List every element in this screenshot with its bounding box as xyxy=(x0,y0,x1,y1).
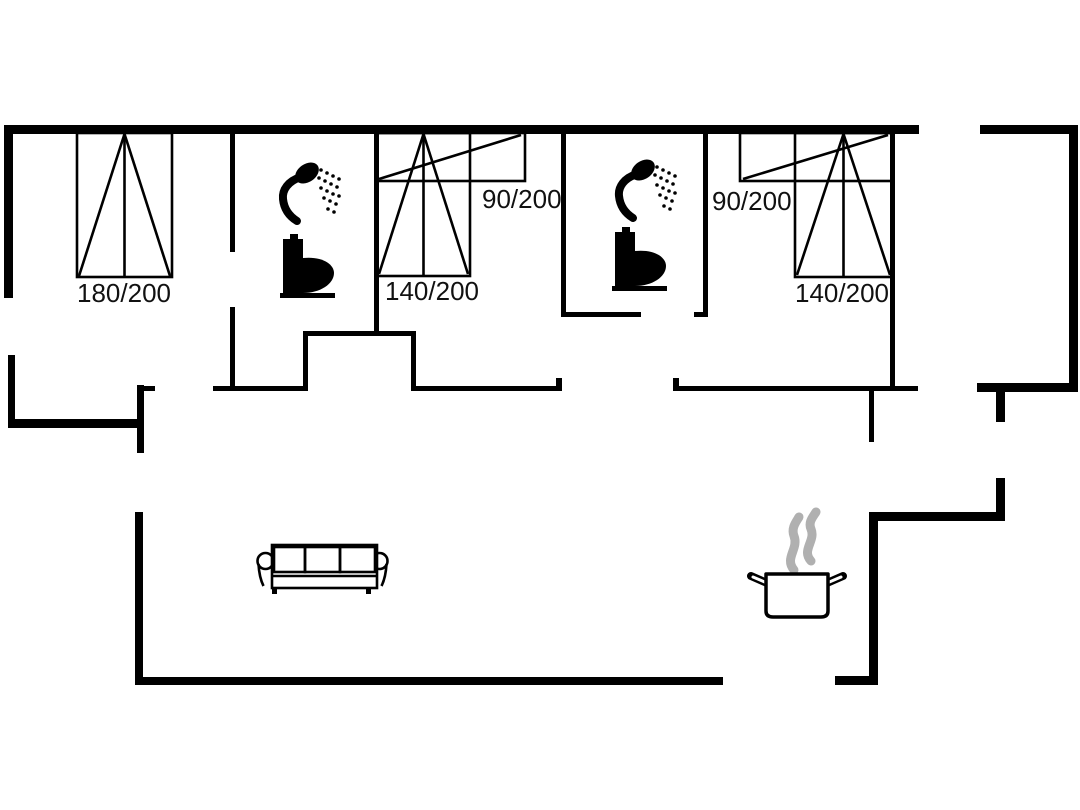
bed-size-label: 140/200 xyxy=(385,276,479,306)
bed-size-label: 90/200 xyxy=(712,186,792,216)
shower-icon xyxy=(614,159,677,222)
cooking-pot-icon xyxy=(747,572,847,619)
bed-double-140-mid-icon xyxy=(375,131,472,278)
bed-double-140-right-icon xyxy=(793,131,894,279)
shower-spray-dots xyxy=(653,165,677,211)
steam-icon xyxy=(786,507,821,575)
bed-double-180-icon xyxy=(75,131,174,279)
bed-single-90-mid-icon xyxy=(375,131,527,183)
exterior-walls xyxy=(4,125,1078,685)
bed-size-label: 180/200 xyxy=(77,278,171,308)
bed-size-label: 90/200 xyxy=(482,184,562,214)
shower-spray-dots xyxy=(317,168,341,214)
sofa-icon xyxy=(256,543,389,594)
toilet-icon xyxy=(280,234,335,298)
bed-size-label: 140/200 xyxy=(795,278,889,308)
bed-single-90-right-icon xyxy=(738,131,894,183)
shower-icon xyxy=(278,162,341,225)
toilet-icon xyxy=(612,227,667,291)
